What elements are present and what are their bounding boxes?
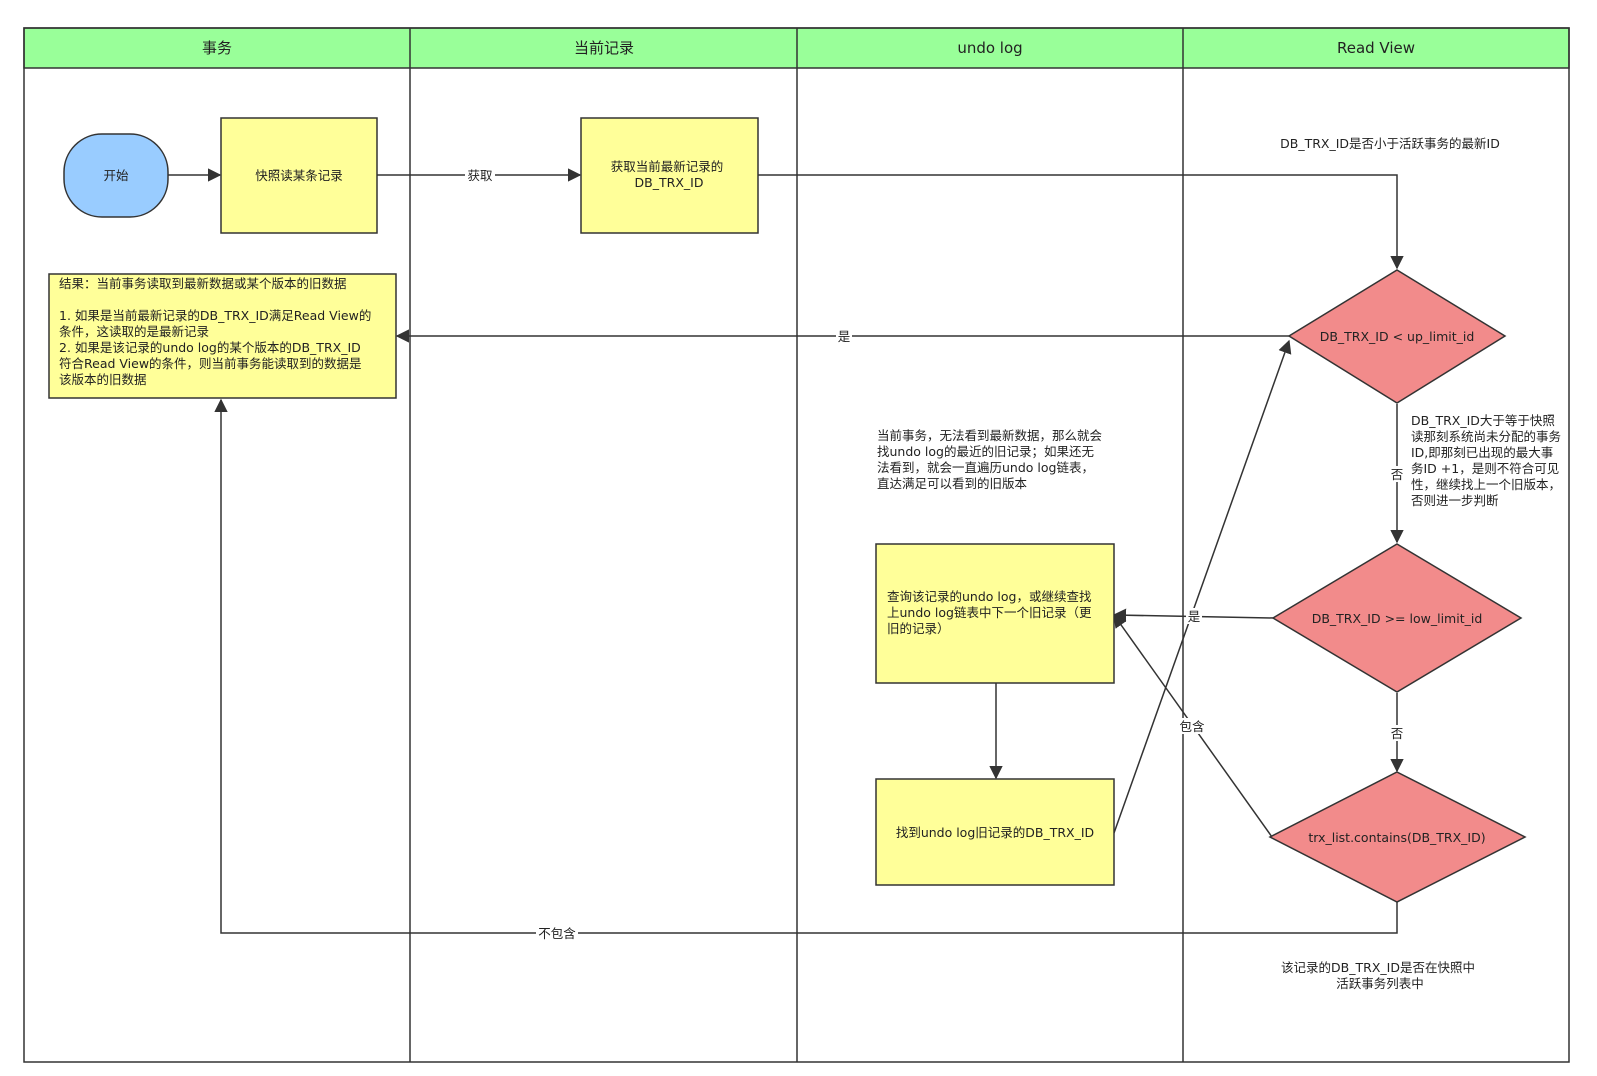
get-latest-id-line: 获取当前最新记录的 bbox=[611, 159, 724, 174]
note-low-limit-line: 否则进一步判断 bbox=[1411, 493, 1499, 508]
snapshot-read-node[interactable] bbox=[220, 117, 378, 234]
swimlanes: 事务 当前记录 undo log Read View bbox=[23, 27, 1570, 1063]
trx-list-decision[interactable] bbox=[1268, 771, 1527, 903]
edge-label-no-low: 否 bbox=[1391, 726, 1404, 741]
low-limit-decision[interactable] bbox=[1271, 543, 1523, 693]
result-line: 2. 如果是该记录的undo log的某个版本的DB_TRX_ID bbox=[59, 340, 361, 355]
edge-label-yes-up: 是 bbox=[838, 329, 851, 344]
note-low-limit-line: 务ID +1，是则不符合可见 bbox=[1411, 461, 1559, 476]
start-node-label: 开始 bbox=[103, 168, 129, 183]
note-low-limit-line: 读那刻系统尚未分配的事务 bbox=[1411, 429, 1561, 444]
query-undo-line: 上undo log链表中下一个旧记录（更 bbox=[887, 605, 1092, 620]
note-trx-list-explain: 该记录的DB_TRX_ID是否在快照中 活跃事务列表中 bbox=[1281, 960, 1479, 991]
note-trx-list-line: 活跃事务列表中 bbox=[1336, 976, 1424, 991]
note-undo-explain-line: 找undo log的最近的旧记录；如果还无 bbox=[877, 444, 1094, 459]
query-undo-line: 旧的记录） bbox=[887, 621, 950, 636]
result-label: 结果：当前事务读取到最新数据或某个版本的旧数据 1. 如果是当前最新记录的DB_… bbox=[59, 276, 375, 387]
query-undo-label: 查询该记录的undo log，或继续查找 上undo log链表中下一个旧记录（… bbox=[887, 589, 1095, 636]
get-latest-id-line: DB_TRX_ID bbox=[635, 175, 704, 190]
note-undo-explain: 当前事务，无法看到最新数据，那么就会 找undo log的最近的旧记录；如果还无… bbox=[877, 428, 1106, 491]
edge-label-yes-low: 是 bbox=[1188, 609, 1201, 624]
up-limit-decision-label: DB_TRX_ID < up_limit_id bbox=[1320, 329, 1475, 344]
edge-label-contains: 包含 bbox=[1179, 719, 1205, 734]
edge-label-get: 获取 bbox=[467, 168, 493, 183]
edge-get-to-up-limit bbox=[758, 174, 1404, 270]
nodes: 开始 快照读某条记录 获取当前最新记录的 DB_TRX_ID 结果：当前事务读取… bbox=[48, 117, 1527, 903]
edge-labels: 获取 是 否 是 否 包含 不包含 bbox=[465, 167, 1405, 941]
result-line: 符合Read View的条件，则当前事务能读取到的数据是 bbox=[59, 356, 362, 371]
note-low-limit-line: 性，继续找上一个旧版本， bbox=[1411, 477, 1561, 492]
query-undo-node[interactable] bbox=[875, 543, 1115, 684]
note-undo-explain-line: 法看到，就会一直遍历undo log链表， bbox=[877, 460, 1094, 475]
edge-trx-list-not-contains-to-result bbox=[214, 398, 1398, 934]
lane-title-read-view: Read View bbox=[1337, 39, 1415, 57]
start-node[interactable] bbox=[63, 133, 169, 218]
note-undo-explain-line: 当前事务，无法看到最新数据，那么就会 bbox=[877, 428, 1103, 443]
edge-find-id-to-up-limit bbox=[1113, 339, 1292, 834]
trx-list-decision-label: trx_list.contains(DB_TRX_ID) bbox=[1308, 830, 1485, 845]
note-undo-explain-line: 直达满足可以看到的旧版本 bbox=[877, 476, 1028, 491]
find-undo-id-node[interactable] bbox=[875, 778, 1115, 886]
note-low-limit-line: ID,即那刻已出现的最大事 bbox=[1411, 445, 1553, 460]
note-top-question: DB_TRX_ID是否小于活跃事务的最新ID bbox=[1280, 136, 1500, 151]
get-latest-id-node[interactable] bbox=[580, 117, 759, 234]
find-undo-id-label: 找到undo log旧记录的DB_TRX_ID bbox=[896, 825, 1094, 840]
lane-title-transaction: 事务 bbox=[202, 39, 232, 57]
result-node[interactable] bbox=[48, 273, 397, 399]
result-line: 1. 如果是当前最新记录的DB_TRX_ID满足Read View的 bbox=[59, 308, 371, 323]
edge-label-no-up: 否 bbox=[1391, 467, 1404, 482]
query-undo-line: 查询该记录的undo log，或继续查找 bbox=[887, 589, 1092, 604]
result-line: 该版本的旧数据 bbox=[59, 372, 147, 387]
note-low-limit-line: DB_TRX_ID大于等于快照 bbox=[1411, 413, 1555, 428]
result-line: 结果：当前事务读取到最新数据或某个版本的旧数据 bbox=[59, 276, 347, 291]
note-trx-list-line: 该记录的DB_TRX_ID是否在快照中 bbox=[1281, 960, 1475, 975]
up-limit-decision[interactable] bbox=[1287, 269, 1507, 404]
note-low-limit-explain: DB_TRX_ID大于等于快照 读那刻系统尚未分配的事务 ID,即那刻已出现的最… bbox=[1411, 413, 1565, 508]
lane-title-undo-log: undo log bbox=[957, 39, 1022, 57]
lane-title-current-record: 当前记录 bbox=[574, 39, 634, 57]
result-line: 条件，这读取的是最新记录 bbox=[59, 324, 209, 339]
snapshot-read-label: 快照读某条记录 bbox=[255, 168, 343, 183]
edge-label-not-contains: 不包含 bbox=[538, 926, 576, 941]
low-limit-decision-label: DB_TRX_ID >= low_limit_id bbox=[1312, 611, 1483, 626]
notes: DB_TRX_ID是否小于活跃事务的最新ID 当前事务，无法看到最新数据，那么就… bbox=[877, 136, 1565, 991]
get-latest-id-label: 获取当前最新记录的 DB_TRX_ID bbox=[611, 159, 728, 190]
